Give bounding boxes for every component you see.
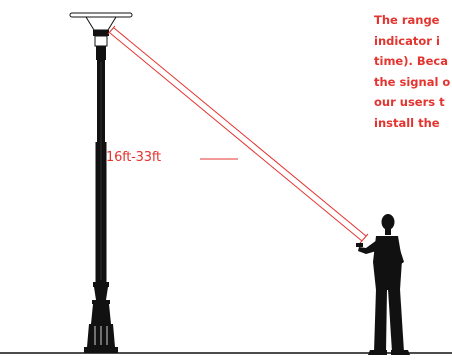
distance-line: [108, 26, 368, 243]
street-lamp: [70, 13, 132, 353]
description-callout: The range indicator i time). Beca the si…: [374, 10, 452, 133]
callout-line: our users t: [374, 92, 452, 113]
callout-line: indicator i: [374, 31, 452, 52]
distance-label: 16ft-33ft: [106, 150, 161, 165]
lamp-pole: [96, 60, 107, 282]
person-silhouette: [356, 214, 410, 355]
callout-line: The range: [374, 10, 452, 31]
lamp-head: [70, 13, 132, 60]
callout-line: the signal o: [374, 72, 452, 93]
callout-line: install the: [374, 113, 452, 134]
lamp-base: [84, 282, 118, 353]
callout-line: time). Beca: [374, 51, 452, 72]
